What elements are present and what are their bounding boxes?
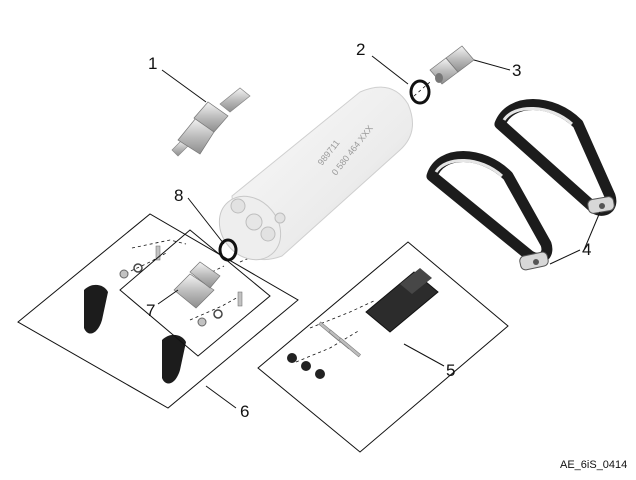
reference-code: AE_6iS_0414: [560, 459, 628, 471]
callout-5: 5: [446, 361, 456, 380]
part-8-washer: [218, 238, 238, 262]
callout-6: 6: [240, 402, 250, 421]
part-1-fitting: [171, 87, 251, 157]
part-4-clamps: [426, 99, 617, 271]
leader-lines: [157, 55, 601, 409]
callout-2: 2: [356, 40, 366, 59]
callout-7: 7: [146, 301, 156, 320]
part-5-kit-box: [257, 241, 509, 453]
fuel-pump: 989711 0 580 464 XXX: [218, 86, 413, 261]
callout-8: 8: [174, 186, 184, 205]
callout-1: 1: [148, 54, 158, 73]
callout-3: 3: [512, 61, 522, 80]
part-6-boot-box: [17, 213, 299, 409]
part-2-washer: [409, 79, 431, 105]
part-7-fitting-box: [119, 229, 271, 357]
alignment-lines: [119, 81, 431, 363]
callout-4: 4: [582, 240, 592, 259]
part-3-fitting: [429, 45, 475, 85]
